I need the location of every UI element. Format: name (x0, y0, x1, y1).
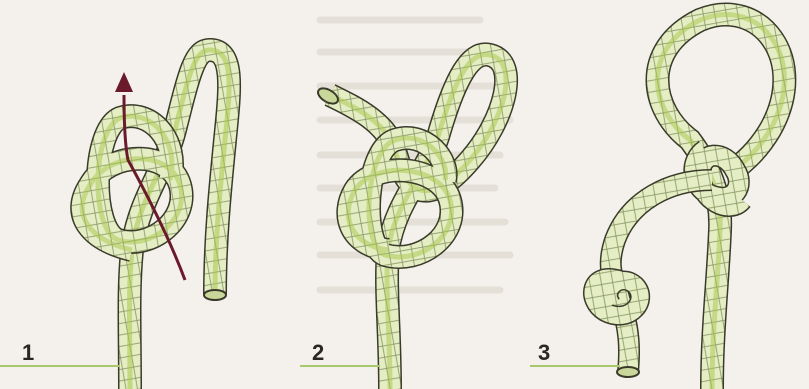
arrow-head-icon (115, 72, 133, 92)
step-3-number: 3 (538, 340, 550, 366)
step-1-number: 1 (22, 340, 34, 366)
step-3-knot (593, 15, 784, 389)
rope-end (204, 290, 226, 300)
rope-end (617, 367, 639, 377)
step-2-number: 2 (312, 340, 324, 366)
step-1-knot (82, 50, 229, 389)
